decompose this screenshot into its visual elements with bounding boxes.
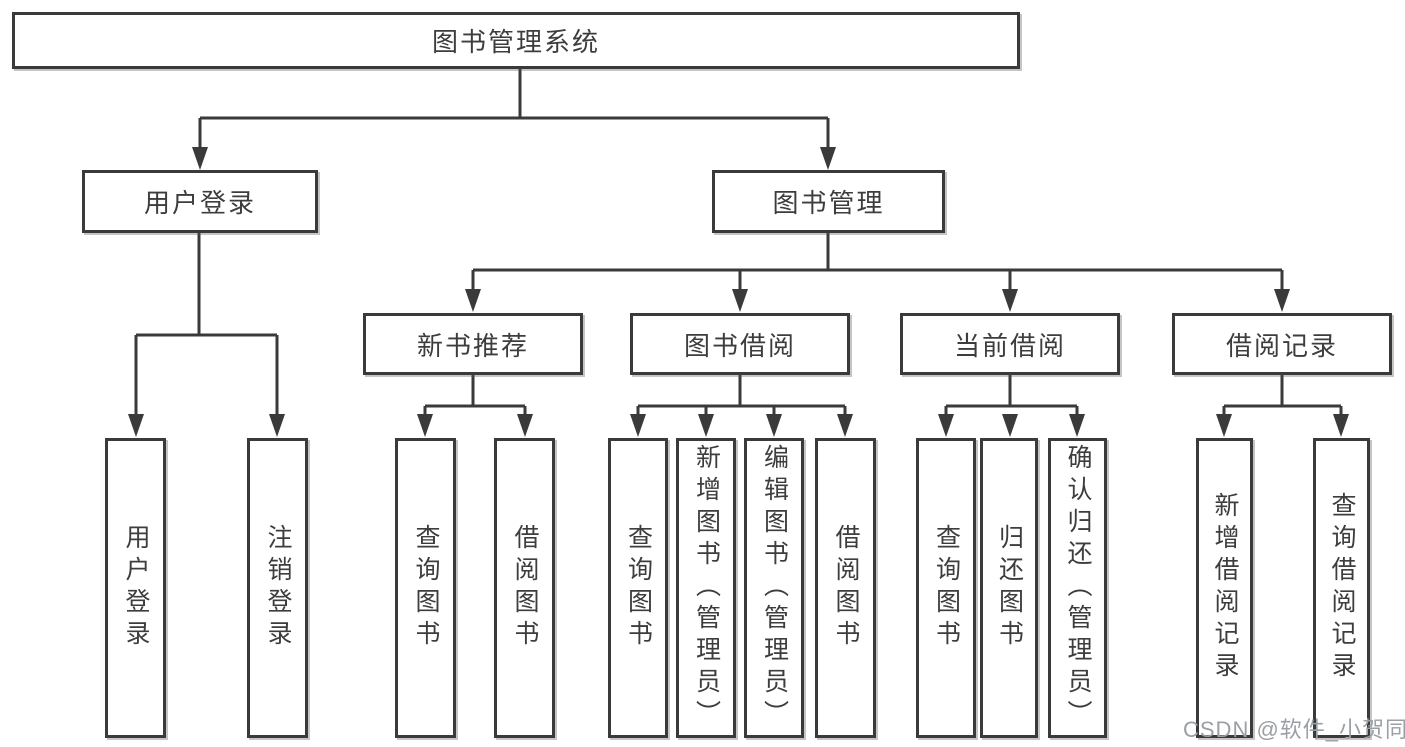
leaf-cb-return-books: 归还图书 (980, 438, 1038, 738)
leaf-nbr-borrow-books: 借阅图书 (494, 438, 555, 738)
leaf-br-query-record: 查询借阅记录 (1313, 438, 1370, 738)
csdn-watermark: CSDN @软件_小贺同学 (1183, 717, 1405, 742)
node-book-borrowing: 图书借阅 (630, 313, 850, 375)
node-borrowing-records: 借阅记录 (1172, 313, 1392, 375)
leaf-bb-query-books: 查询图书 (608, 438, 668, 738)
leaf-user-login: 用户登录 (105, 438, 166, 738)
leaf-nbr-query-books: 查询图书 (395, 438, 456, 738)
leaf-cb-confirm-return-admin: 确认归还（管理员） (1048, 438, 1107, 738)
node-book-management: 图书管理 (712, 170, 945, 233)
leaf-br-add-record: 新增借阅记录 (1196, 438, 1253, 738)
node-current-borrowing: 当前借阅 (900, 313, 1120, 375)
node-user-login: 用户登录 (82, 170, 318, 233)
node-new-book-recommend: 新书推荐 (363, 313, 583, 375)
leaf-bb-add-book-admin: 新增图书（管理员） (676, 438, 736, 738)
node-root: 图书管理系统 (12, 12, 1020, 69)
leaf-bb-borrow-books: 借阅图书 (815, 438, 876, 738)
arrowhead-group (128, 147, 1349, 437)
leaf-cb-query-books: 查询图书 (916, 438, 976, 738)
leaf-bb-edit-book-admin: 编辑图书（管理员） (744, 438, 804, 738)
leaf-logout: 注销登录 (247, 438, 308, 738)
